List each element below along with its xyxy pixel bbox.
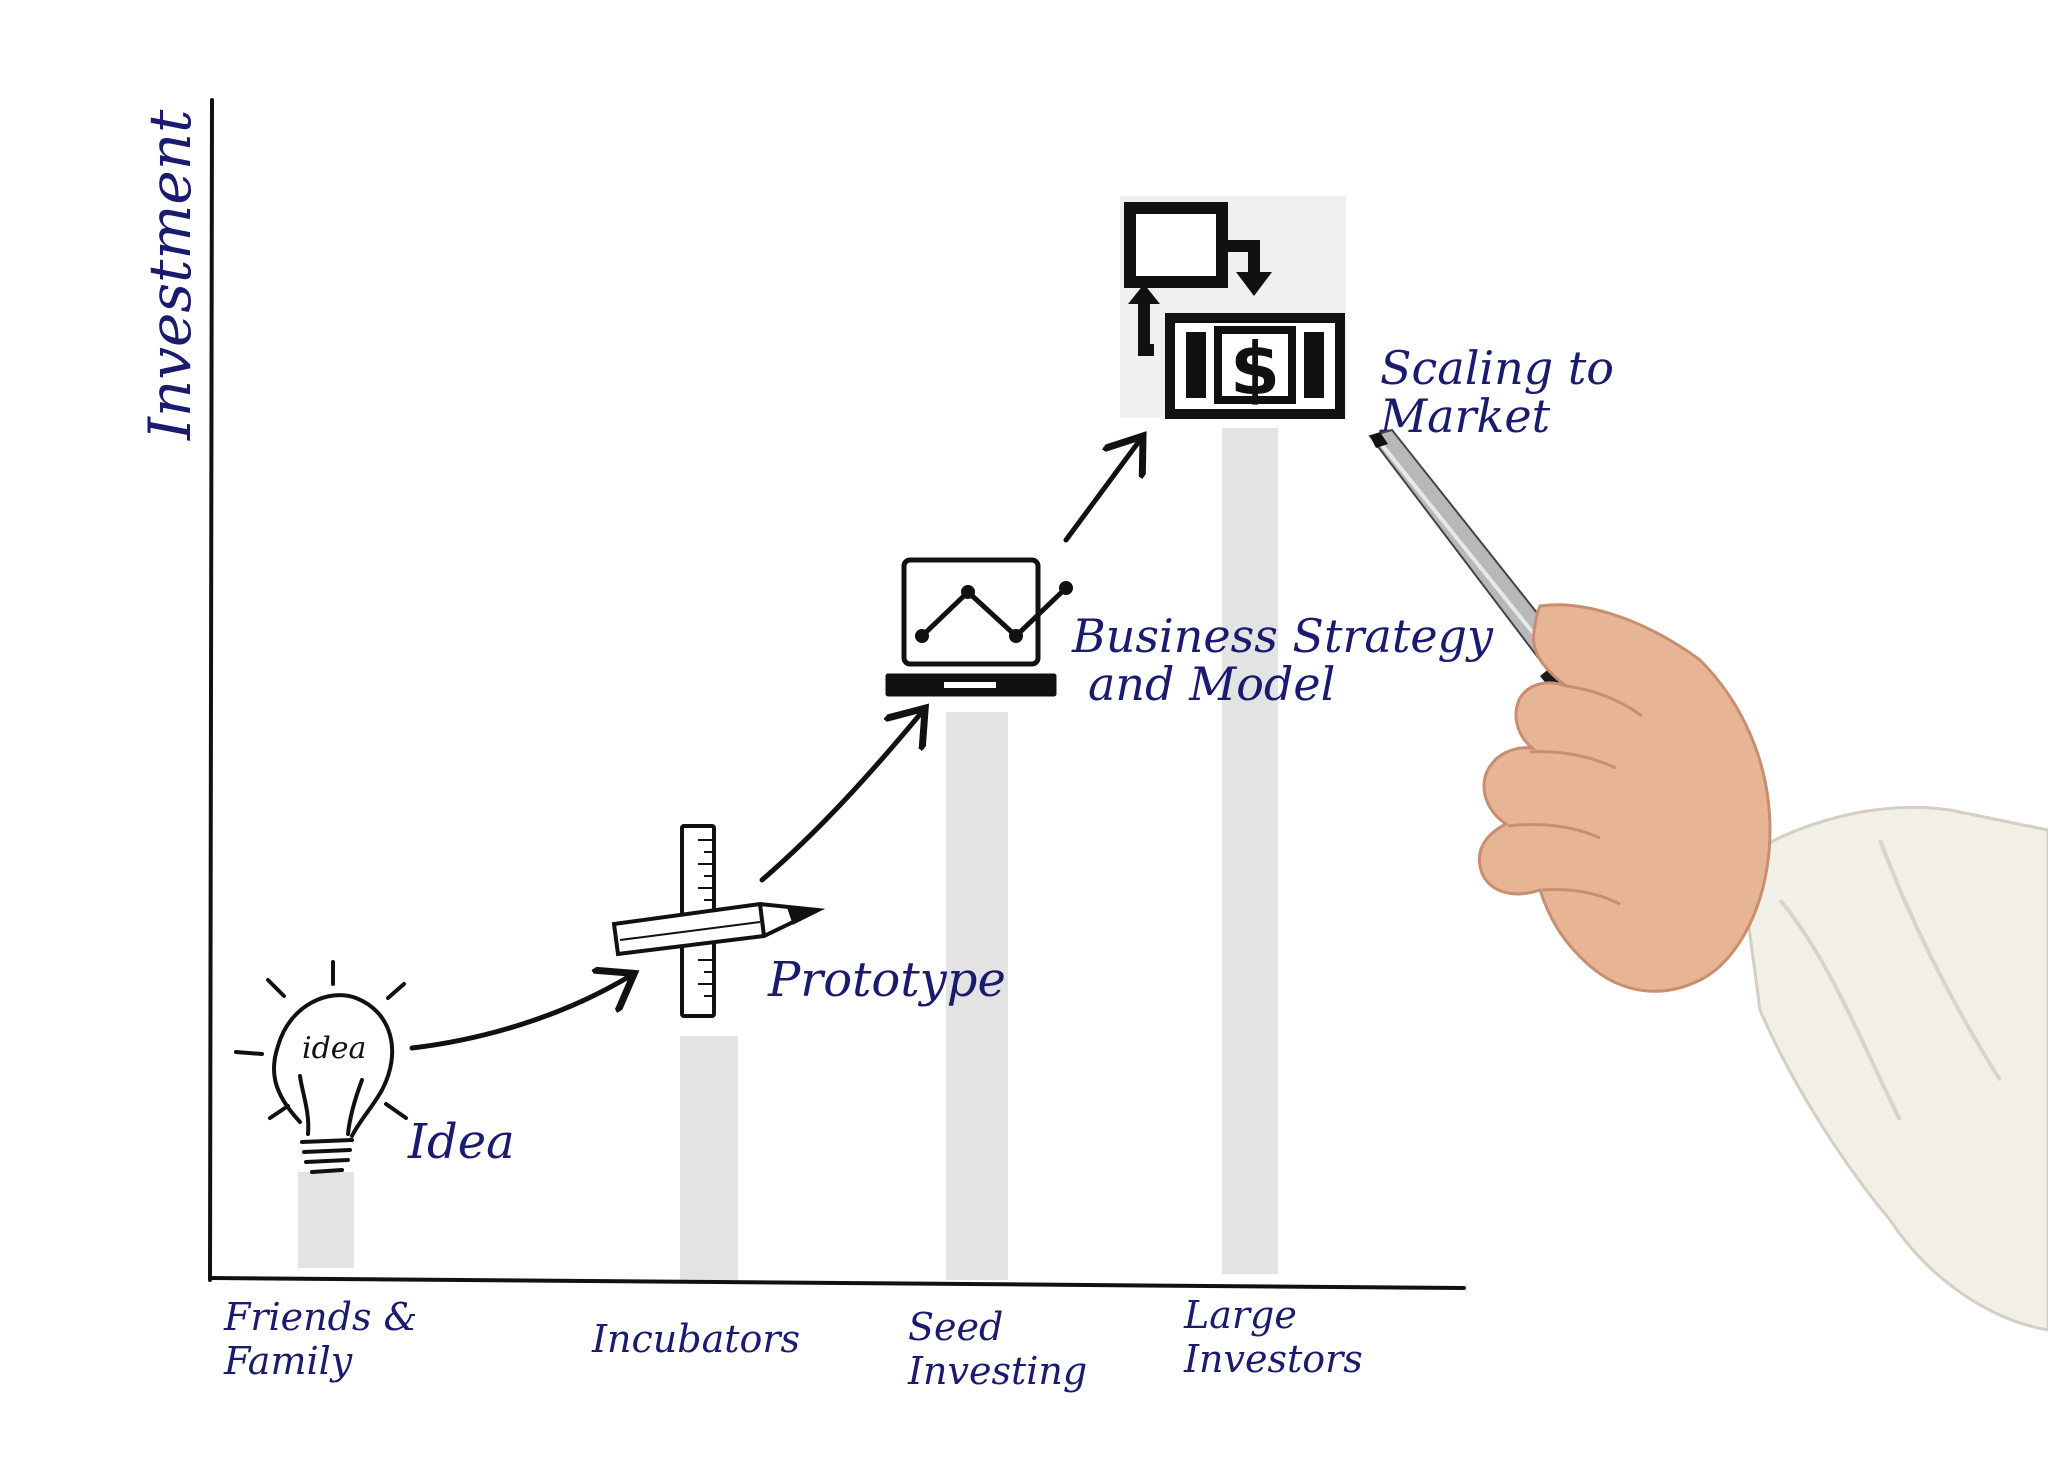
shirt-sleeve [1738,805,2048,1332]
stage-label-scaling-line-1: Scaling to [1380,341,1614,395]
category-large-investors-line-2: Investors [1183,1337,1363,1381]
lightbulb-icon-text: idea [302,1031,366,1066]
bar-large-investors [1222,428,1278,1274]
bar-friends-family [298,1172,354,1268]
x-axis-line [208,1276,1466,1290]
y-axis-line [208,98,214,1282]
hand-holding-pen [1368,428,2048,1332]
arrow-idea-to-prototype [409,976,630,1051]
bar-incubators [680,1036,738,1280]
category-incubators: Incubators [591,1317,800,1361]
bar-seed-investing [946,712,1008,1280]
hand [1477,603,1772,993]
stage-label-business-model-line-2: and Model [1088,657,1335,711]
bars [298,428,1278,1280]
y-axis-label: Investment [136,109,204,441]
ruler-pencil-icon [611,824,826,1018]
category-labels: Friends & Family Incubators Seed Investi… [223,1293,1363,1393]
ruler-ticks [698,839,712,997]
category-friends-family-line-1: Friends & [223,1295,417,1339]
category-friends-family-line-2: Family [223,1339,353,1383]
category-large-investors-line-1: Large [1183,1293,1297,1337]
category-seed-investing-line-2: Investing [907,1349,1087,1393]
stage-label-scaling-line-2: Market [1379,389,1551,443]
progress-arrows [409,440,1140,1051]
stage-label-idea: Idea [407,1114,515,1170]
money-flow-icon-text: $ [1230,327,1280,411]
stage-labels: Idea Prototype Business Strategy and Mod… [407,341,1614,1170]
stage-label-business-model-line-1: Business Strategy [1071,609,1494,663]
laptop-chart-icon [885,557,1069,697]
category-seed-investing-line-1: Seed [908,1305,1003,1349]
lightbulb-icon [234,960,408,1174]
laptop-chart-points [915,581,1073,643]
stage-label-prototype: Prototype [767,952,1006,1008]
arrow-prototype-to-model [759,712,922,883]
arrow-model-to-scaling [1063,440,1140,543]
axes [208,98,1466,1290]
money-flow-icon [1120,196,1346,419]
